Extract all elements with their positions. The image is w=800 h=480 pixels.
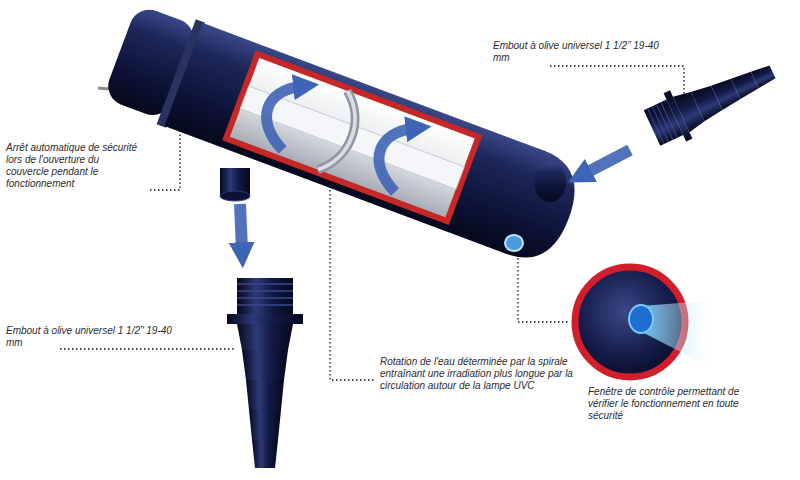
leader-line [60, 348, 236, 349]
magnified-window [575, 267, 718, 377]
spiral [318, 91, 366, 177]
leader-line [150, 130, 180, 190]
callout-label: Fenêtre de contrôle permettant de vérifi… [588, 386, 766, 422]
outlet-stub [220, 168, 250, 201]
outflow-arrow [240, 204, 242, 250]
inlet-port [534, 162, 566, 202]
flow-arrow [368, 120, 418, 192]
callout-label: Embout à olive universel 1 1/2’’ 19-40 m… [493, 40, 663, 64]
leader-line [518, 254, 568, 322]
callout-label: Rotation de l'eau déterminée par la spir… [380, 356, 580, 392]
leader-line [550, 66, 684, 94]
cutaway-rim [222, 50, 482, 225]
callout-label: Arrêt automatique de sécurité lors de l'… [6, 142, 141, 190]
flow-arrow [256, 78, 306, 150]
hose-adapter [641, 48, 784, 152]
cutaway-interior [230, 58, 475, 217]
inflow-arrow [584, 150, 630, 174]
callout-label: Embout à olive universel 1 1/2’’ 19-40 m… [6, 325, 176, 349]
hose-adapter [227, 278, 303, 468]
leader-line [330, 182, 374, 380]
control-window [505, 235, 523, 251]
